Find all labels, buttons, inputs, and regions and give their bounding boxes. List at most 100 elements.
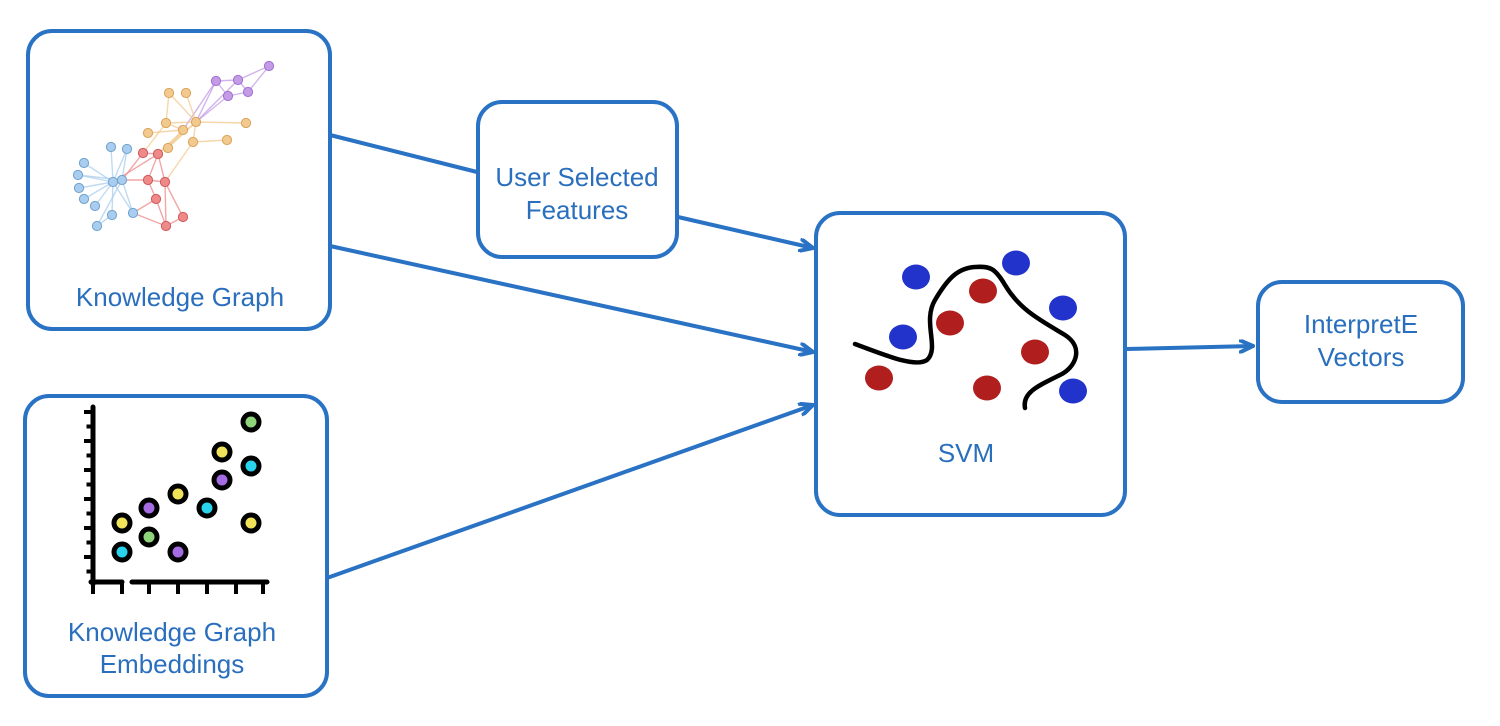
graph-edge: [237, 65, 270, 81]
class-a-point: [1059, 378, 1087, 404]
graph-edge: [112, 148, 128, 183]
kg-embeddings-label-line1: Knowledge Graph: [68, 617, 276, 647]
edge-kg-to-svm: [328, 244, 815, 352]
graph-node: [91, 220, 103, 232]
graph-edge: [185, 92, 197, 123]
graph-node: [127, 207, 139, 219]
graph-node: [163, 87, 175, 99]
scatter-point: [240, 411, 262, 433]
class-a-point: [1049, 295, 1077, 321]
graph-edge: [195, 121, 247, 124]
class-a-point: [902, 264, 930, 290]
scatter-point: [211, 441, 233, 463]
graph-edge: [164, 181, 167, 227]
edge-svm-to-interprete: [1124, 346, 1255, 349]
scatter-point: [111, 541, 133, 563]
user-features-label-line1: User Selected: [495, 162, 658, 192]
graph-node: [78, 193, 90, 205]
svm-label: SVM: [938, 438, 994, 468]
edge-kg-to-features: [328, 133, 479, 174]
graph-edge: [195, 95, 229, 123]
graph-node: [232, 74, 244, 86]
graph-edge: [247, 65, 270, 93]
node-svm[interactable]: SVM: [814, 211, 1127, 517]
graph-edge: [121, 152, 144, 181]
class-b-point: [973, 375, 1001, 401]
graph-edge: [83, 181, 114, 200]
graph-node: [162, 142, 174, 154]
graph-edge: [164, 141, 194, 183]
scatter-point: [167, 483, 189, 505]
graph-edge: [112, 181, 134, 214]
edges: [325, 133, 1255, 580]
node-user-selected-features[interactable]: User Selected Features: [476, 100, 679, 259]
graph-node: [187, 136, 199, 148]
graph-edge: [110, 146, 114, 183]
graph-node: [210, 75, 222, 87]
class-a-point: [889, 324, 917, 350]
graph-node: [152, 148, 164, 160]
graph-edge: [132, 212, 167, 227]
network-graph-icon: [72, 60, 275, 232]
graph-edge: [192, 139, 228, 143]
graph-edge: [147, 129, 184, 134]
node-interprete-vectors[interactable]: InterpretE Vectors: [1256, 280, 1465, 404]
graph-node: [177, 124, 189, 136]
scatter-point: [211, 469, 233, 491]
graph-node: [221, 134, 233, 146]
graph-node: [190, 116, 202, 128]
graph-node: [263, 60, 275, 72]
graph-node: [106, 209, 118, 221]
edge-embeddings-to-svm: [325, 405, 815, 580]
graph-edge: [121, 179, 134, 214]
graph-edge: [121, 148, 128, 181]
graph-edge: [195, 80, 217, 123]
class-b-point: [1021, 339, 1049, 365]
node-knowledge-graph[interactable]: Knowledge Graph: [26, 29, 332, 331]
graph-node: [240, 117, 252, 129]
class-b-point: [969, 278, 997, 304]
graph-node: [78, 157, 90, 169]
graph-node: [89, 200, 101, 212]
kg-embeddings-label-line2: Embeddings: [100, 649, 245, 679]
graph-node: [159, 176, 171, 188]
graph-node: [107, 176, 119, 188]
graph-node: [180, 87, 192, 99]
graph-node: [160, 220, 172, 232]
graph-node: [142, 127, 154, 139]
node-kg-embeddings[interactable]: Knowledge Graph Embeddings: [23, 394, 329, 698]
knowledge-graph-label: Knowledge Graph: [76, 282, 284, 312]
svm-decision-boundary-icon: [852, 250, 1087, 411]
graph-node: [142, 174, 154, 186]
graph-node: [72, 169, 84, 181]
scatter-point: [167, 541, 189, 563]
graph-node: [222, 90, 234, 102]
interprete-label-line1: InterpretE: [1304, 309, 1418, 339]
scatter-point: [138, 497, 160, 519]
scatter-plot-icon: [84, 404, 270, 594]
user-features-label-line2: Features: [526, 195, 629, 225]
graph-node: [242, 86, 254, 98]
scatter-point: [196, 497, 218, 519]
class-b-point: [865, 365, 893, 391]
scatter-point: [240, 455, 262, 477]
graph-node: [137, 147, 149, 159]
interprete-label-line2: Vectors: [1318, 342, 1405, 372]
graph-node: [177, 211, 189, 223]
graph-node: [105, 141, 117, 153]
graph-node: [121, 143, 133, 155]
graph-edge: [96, 179, 123, 227]
graph-edge: [164, 181, 184, 218]
graph-node: [160, 117, 172, 129]
scatter-point: [111, 512, 133, 534]
edge-features-to-svm: [676, 215, 815, 248]
scatter-point: [138, 526, 160, 548]
decision-boundary-curve: [852, 264, 1079, 411]
graph-node: [73, 182, 85, 194]
scatter-axes: [88, 404, 270, 587]
graph-edge: [78, 181, 114, 189]
graph-edge: [195, 79, 239, 123]
class-b-point: [936, 310, 964, 336]
class-a-point: [1002, 250, 1030, 276]
